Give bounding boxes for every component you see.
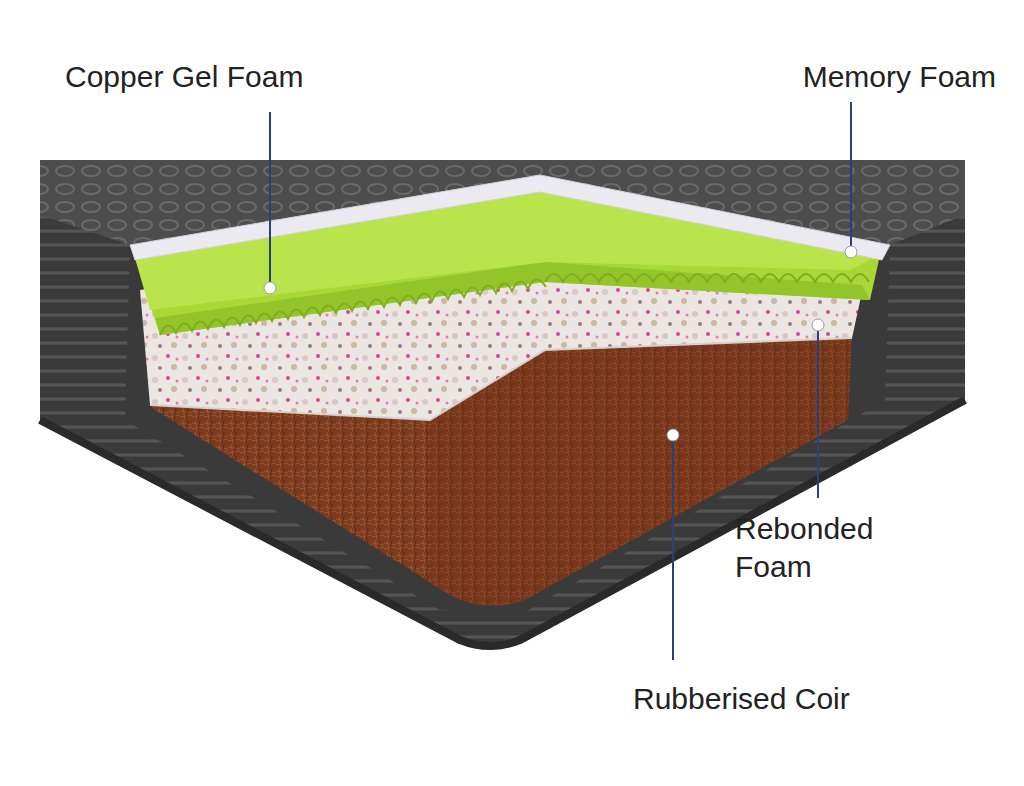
part-label: Rubberised Coir [633,680,993,718]
part-label: Rebonded Foam [735,510,925,585]
part-label: Copper Gel Foam [65,58,425,96]
part-label: Memory Foam [696,58,996,96]
